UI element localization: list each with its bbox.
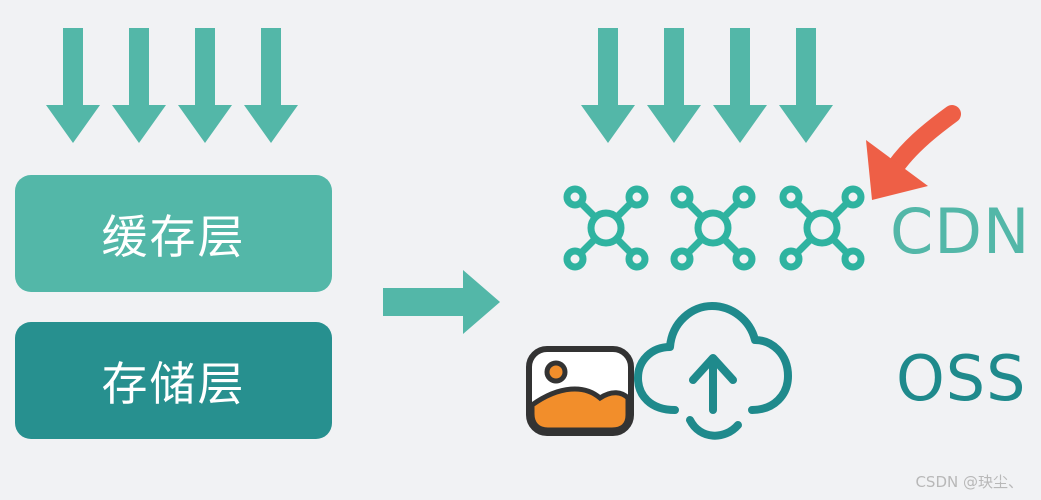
cloud-upload-icon <box>634 302 792 440</box>
down-arrow-icon <box>581 28 635 143</box>
watermark: CSDN @玦尘、 <box>915 473 1023 491</box>
oss-label: OSS <box>896 342 1027 415</box>
down-arrow-icon <box>112 28 166 143</box>
image-icon <box>526 346 634 436</box>
down-arrow-icon <box>46 28 100 143</box>
cache-layer-label: 缓存层 <box>101 209 246 264</box>
cache-layer-box: 缓存层 <box>15 175 332 292</box>
down-arrow-icon <box>244 28 298 143</box>
storage-layer-label: 存储层 <box>101 356 246 411</box>
storage-layer-box: 存储层 <box>15 322 332 439</box>
down-arrow-icon <box>713 28 767 143</box>
curved-arrow-icon <box>866 105 961 200</box>
down-arrow-icon <box>178 28 232 143</box>
down-arrow-icon <box>779 28 833 143</box>
cdn-label: CDN <box>890 195 1031 268</box>
right-arrow-icon <box>383 270 500 334</box>
down-arrow-icon <box>647 28 701 143</box>
